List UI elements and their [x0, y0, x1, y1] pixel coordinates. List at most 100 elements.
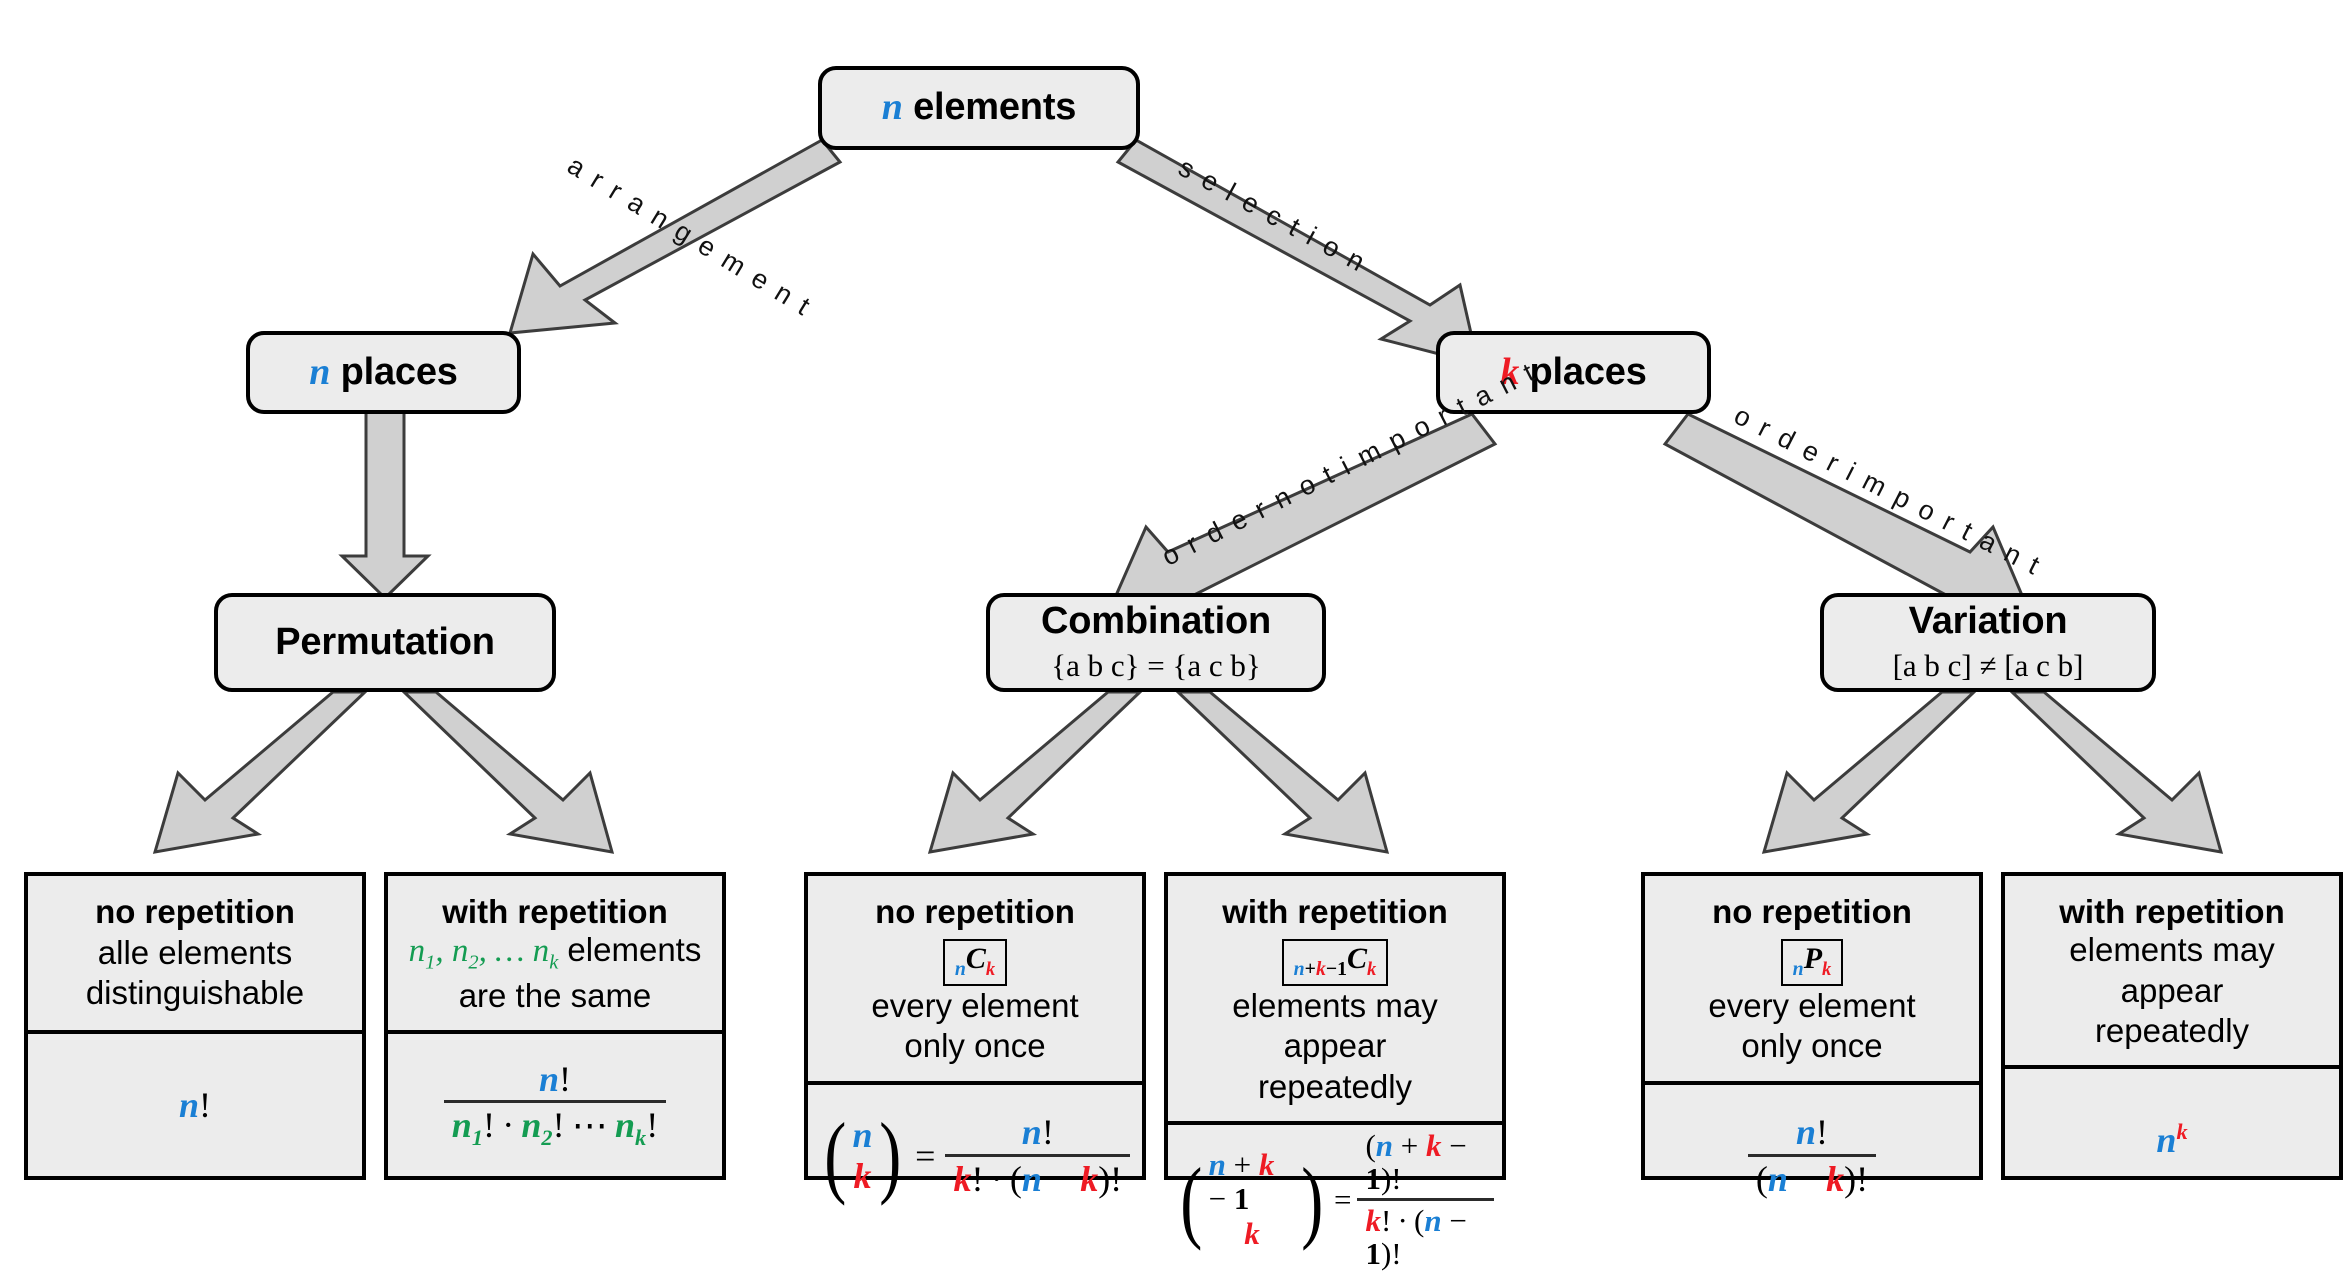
edge-combination-with-repetition [1174, 690, 1390, 854]
card-formula: n! [28, 1034, 362, 1176]
formula-n-subscripts: n1, n2, … nk [408, 933, 559, 974]
card-description-line1-tail: elements [558, 931, 702, 969]
node-combination-label: Combination [1041, 599, 1271, 642]
node-n-places-label: n places [309, 350, 458, 393]
badge-presubscript-n: n [1792, 958, 1804, 981]
node-variation-label: Variation [1908, 599, 2068, 642]
node-k-places-text: places [1529, 350, 1647, 393]
card-formula: nk [2005, 1069, 2339, 1211]
card-description: alle elements distinguishable [86, 933, 304, 1018]
paren-left: ( [824, 1104, 847, 1207]
card-description-line1: n1, n2, … nk elements [409, 930, 702, 976]
card-description-line2: distinguishable [85, 974, 305, 1012]
fraction-denominator: n1! · n2! ⋯ nk! [443, 1100, 667, 1150]
edge-selection [1115, 138, 1481, 367]
fraction-denominator: (n − k)! [1747, 1153, 1877, 1199]
badge-presubscript-n: n [954, 958, 966, 981]
binomial-top: n + k − 1 [1208, 1146, 1275, 1217]
fraction: n! k! · (n − k)! [945, 1111, 1131, 1199]
fraction-numerator: n! [1021, 1111, 1054, 1152]
node-variation-notation: [a b c] ≠ [a c b] [1892, 647, 2084, 683]
node-k-places[interactable]: k places [1436, 331, 1711, 414]
card-description-line1: elements may appear [1232, 987, 1438, 1065]
card-permutation-with-repetition[interactable]: with repetition n1, n2, … nk elements ar… [384, 872, 726, 1180]
equals-sign: = [915, 1135, 936, 1176]
edge-variation-with-repetition [2008, 690, 2224, 854]
card-upper: with repetition n+k−1Ck elements may app… [1168, 876, 1502, 1125]
node-combination[interactable]: Combination {a b c} = {a c b} [986, 593, 1326, 692]
fraction: n! (n − k)! [1747, 1112, 1877, 1199]
card-description-line2: repeatedly [2094, 1011, 2250, 1049]
fraction-denominator: k! · (n − 1)! [1357, 1197, 1494, 1271]
badge-subscript-k: k [1822, 959, 1832, 981]
badge-presubscript-expression: n+k−1 [1293, 958, 1348, 981]
binomial-top: n [852, 1115, 873, 1156]
card-description: every element only once [871, 986, 1078, 1071]
card-head: no repetition [95, 893, 295, 930]
card-description: elements may appear repeatedly [2015, 930, 2329, 1055]
card-upper: no repetition alle elements distinguisha… [28, 876, 362, 1034]
card-head: with repetition [1222, 893, 1448, 930]
formula-exponent-k: k [2176, 1119, 2188, 1145]
node-n-places-text: places [340, 350, 458, 393]
card-head: no repetition [875, 893, 1075, 930]
card-upper: no repetition nPk every element only onc… [1645, 876, 1979, 1085]
card-variation-no-repetition[interactable]: no repetition nPk every element only onc… [1641, 872, 1983, 1198]
badge-letter-P: P [1803, 942, 1823, 976]
card-description: n1, n2, … nk elements are the same [409, 930, 702, 1020]
variable-k: k [1500, 350, 1520, 393]
formula-variable-n: n [2156, 1120, 2177, 1161]
card-head: no repetition [1712, 893, 1912, 930]
node-k-places-label: k places [1500, 350, 1647, 393]
fraction-denominator: k! · (n − k)! [945, 1153, 1131, 1199]
card-description-line1: every element [1708, 987, 1916, 1025]
card-combination-no-repetition[interactable]: no repetition nCk every element only onc… [804, 872, 1146, 1202]
node-n-elements-text: elements [913, 86, 1077, 129]
node-variation[interactable]: Variation [a b c] ≠ [a c b] [1820, 593, 2156, 692]
card-head: with repetition [442, 893, 668, 930]
card-formula: ( n k ) = n! k! · (n − k)! [808, 1085, 1142, 1227]
badge-subscript-k: k [1367, 959, 1377, 981]
binomial-bottom: k [1244, 1216, 1260, 1252]
card-description-line1: elements may appear [2069, 931, 2275, 1009]
paren-right: ) [878, 1104, 901, 1207]
card-formula: ( n + k − 1 k ) = (n + k − 1)! k! · (n −… [1168, 1125, 1502, 1275]
fraction: n! n1! · n2! ⋯ nk! [443, 1059, 667, 1151]
edge-order-not-important [1111, 412, 1498, 617]
node-combination-notation: {a b c} = {a c b} [1051, 647, 1261, 683]
edge-combination-no-repetition [927, 690, 1144, 854]
notation-badge-nPk: nPk [1780, 939, 1844, 987]
node-n-elements[interactable]: n elements [818, 66, 1140, 150]
paren-right: ) [1301, 1148, 1324, 1251]
card-upper: no repetition nCk every element only onc… [808, 876, 1142, 1085]
card-formula: n! (n − k)! [1645, 1085, 1979, 1227]
variable-n: n [881, 86, 903, 129]
node-n-places[interactable]: n places [246, 331, 521, 414]
card-head: with repetition [2059, 893, 2285, 930]
binomial-coefficient: ( n k ) [820, 1104, 905, 1207]
badge-subscript-k: k [985, 959, 996, 981]
edge-permutation-no-repetition [152, 690, 369, 854]
binomial-stack: n k [850, 1115, 874, 1196]
edge-variation-no-repetition [1761, 690, 1978, 854]
badge-letter-C: C [965, 942, 986, 976]
card-formula: n! n1! · n2! ⋯ nk! [388, 1034, 722, 1176]
notation-badge-n-plus-k-minus-1-C-k: n+k−1Ck [1281, 939, 1389, 987]
binomial-stack: n + k − 1 k [1207, 1146, 1298, 1252]
formula-variable-n: n [178, 1085, 200, 1125]
card-combination-with-repetition[interactable]: with repetition n+k−1Ck elements may app… [1164, 872, 1506, 1270]
card-upper: with repetition elements may appear repe… [2005, 876, 2339, 1070]
fraction: (n + k − 1)! k! · (n − 1)! [1357, 1129, 1494, 1271]
card-description: every element only once [1708, 986, 1915, 1071]
card-description-line1: every element [871, 987, 1079, 1025]
card-description-line2: only once [1741, 1027, 1883, 1065]
edge-n-places-permutation [338, 410, 432, 601]
card-permutation-no-repetition[interactable]: no repetition alle elements distinguisha… [24, 872, 366, 1180]
card-description-line2: only once [904, 1027, 1046, 1065]
paren-left: ( [1180, 1148, 1203, 1251]
binomial-coefficient: ( n + k − 1 k ) [1176, 1146, 1328, 1252]
node-permutation[interactable]: Permutation [214, 593, 556, 692]
card-variation-with-repetition[interactable]: with repetition elements may appear repe… [2001, 872, 2343, 1180]
node-permutation-label: Permutation [275, 620, 495, 663]
